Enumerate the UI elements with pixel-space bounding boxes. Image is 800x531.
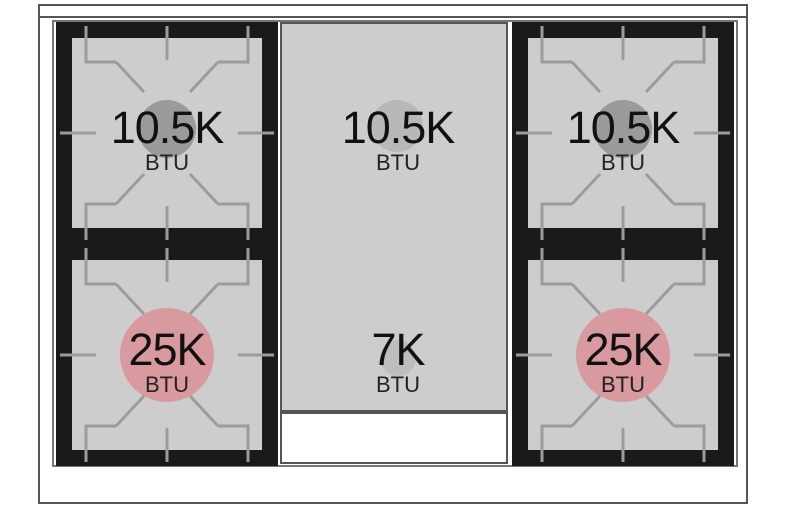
- label-top-left: 10.5K BTU: [67, 104, 267, 174]
- label-top-center: 10.5K BTU: [298, 104, 498, 174]
- btu-unit: BTU: [601, 150, 645, 175]
- btu-rating: 7K: [371, 324, 425, 375]
- grate-top-right: [516, 26, 730, 240]
- grate-bottom-right: [516, 248, 730, 462]
- btu-rating: 25K: [128, 324, 206, 375]
- btu-unit: BTU: [376, 150, 420, 175]
- burner-cap-top-center: [371, 100, 423, 152]
- btu-unit: BTU: [145, 150, 189, 175]
- burner-cap-top-left: [138, 100, 196, 158]
- grate-bottom-left: [60, 248, 274, 462]
- burner-cap-top-right: [594, 100, 652, 158]
- backguard-strip: [38, 4, 748, 18]
- btu-unit: BTU: [145, 372, 189, 397]
- grate-top-left: [60, 26, 274, 240]
- btu-unit: BTU: [601, 372, 645, 397]
- burner-cap-bottom-center: [380, 340, 416, 376]
- label-bottom-left: 25K BTU: [67, 326, 267, 396]
- btu-rating: 25K: [584, 324, 662, 375]
- btu-rating: 10.5K: [566, 102, 681, 153]
- center-bottom-panel: [280, 412, 508, 464]
- btu-unit: BTU: [376, 372, 420, 397]
- center-burner-plate: [280, 22, 508, 412]
- label-bottom-right: 25K BTU: [523, 326, 723, 396]
- burner-cap-bottom-left: [120, 308, 214, 402]
- btu-rating: 10.5K: [110, 102, 225, 153]
- label-top-right: 10.5K BTU: [523, 104, 723, 174]
- btu-rating: 10.5K: [341, 102, 456, 153]
- label-bottom-center: 7K BTU: [298, 326, 498, 396]
- burner-cap-bottom-right: [576, 308, 670, 402]
